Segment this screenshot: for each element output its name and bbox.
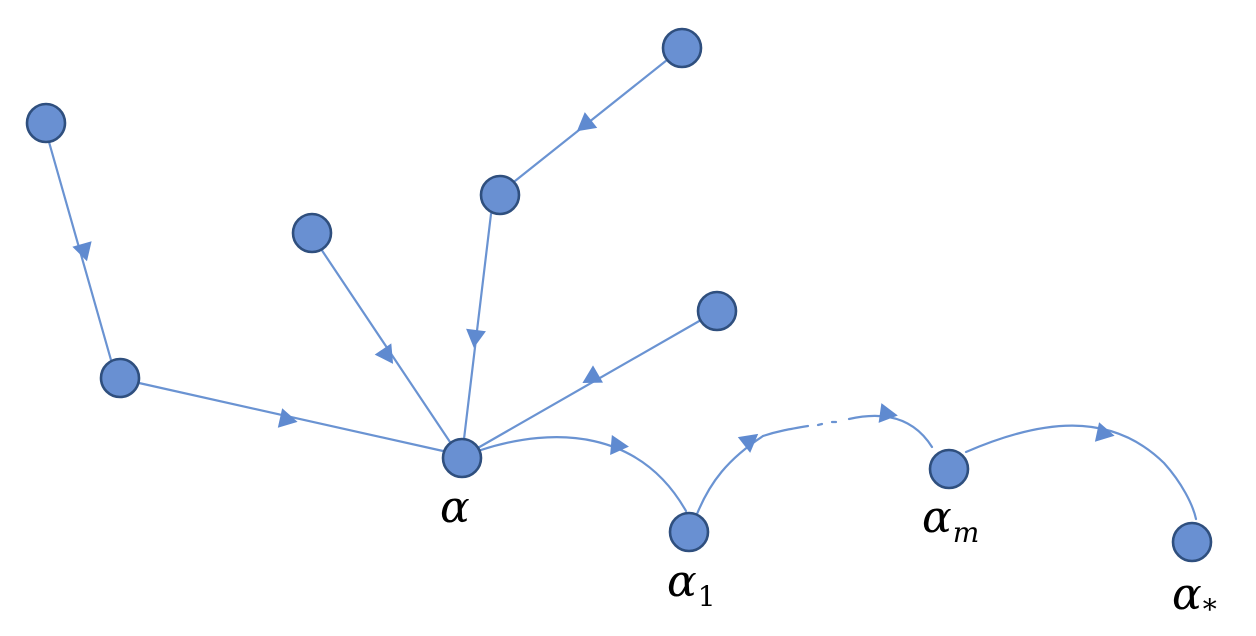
node-alpha [441,437,483,479]
edge-f-alpha [474,318,703,451]
edge-dots-segment-2 [816,422,824,427]
node-top-left [25,102,67,144]
node-upper-left-center [291,212,333,254]
arrowhead-icon [72,241,92,262]
node-alpha-1 [668,511,710,553]
label-alpha-1-base: α [667,556,697,607]
label-alpha-base: α [440,482,470,533]
arrowhead-icon [277,408,298,428]
label-alpha-1-sub: 1 [697,580,716,613]
arrowhead-icon [576,112,598,132]
edge-c-alpha [319,247,452,444]
node-alpha-m [928,448,970,490]
label-alpha-star-base: α [1172,569,1202,620]
label-alpha-star: α* [1172,573,1217,624]
arrowhead-icon [737,433,759,453]
nodes [25,27,1213,563]
node-right-mid [696,290,738,332]
edge-alpha-alpha1 [479,436,688,513]
edge-alpha1-continuation [695,434,765,516]
label-alpha-m-sub: m [952,516,980,549]
node-top-right [661,27,703,69]
edge-dots-segment-1 [761,424,810,438]
node-left-mid [99,357,141,399]
arrowhead-icon [582,365,603,383]
edge-d-alpha [462,212,493,441]
node-alpha-star [1171,521,1213,563]
arrowhead-icon [878,403,898,423]
arrowhead-icon [466,328,486,348]
arrowhead-icon [1094,422,1115,442]
node-center-upper [479,174,521,216]
arrowhead-icon [374,343,394,364]
edges [47,58,1198,521]
edge-dots-to-alpham [847,414,934,449]
arrowhead-icon [610,435,629,455]
label-alpha-m: αm [922,496,979,547]
label-alpha: α [440,486,470,530]
arrowheads [72,112,1115,455]
label-alpha-star-sub: * [1202,593,1217,626]
edge-alpham-alphastar [964,424,1198,521]
label-alpha-1: α1 [667,560,716,611]
label-alpha-m-base: α [922,492,952,543]
